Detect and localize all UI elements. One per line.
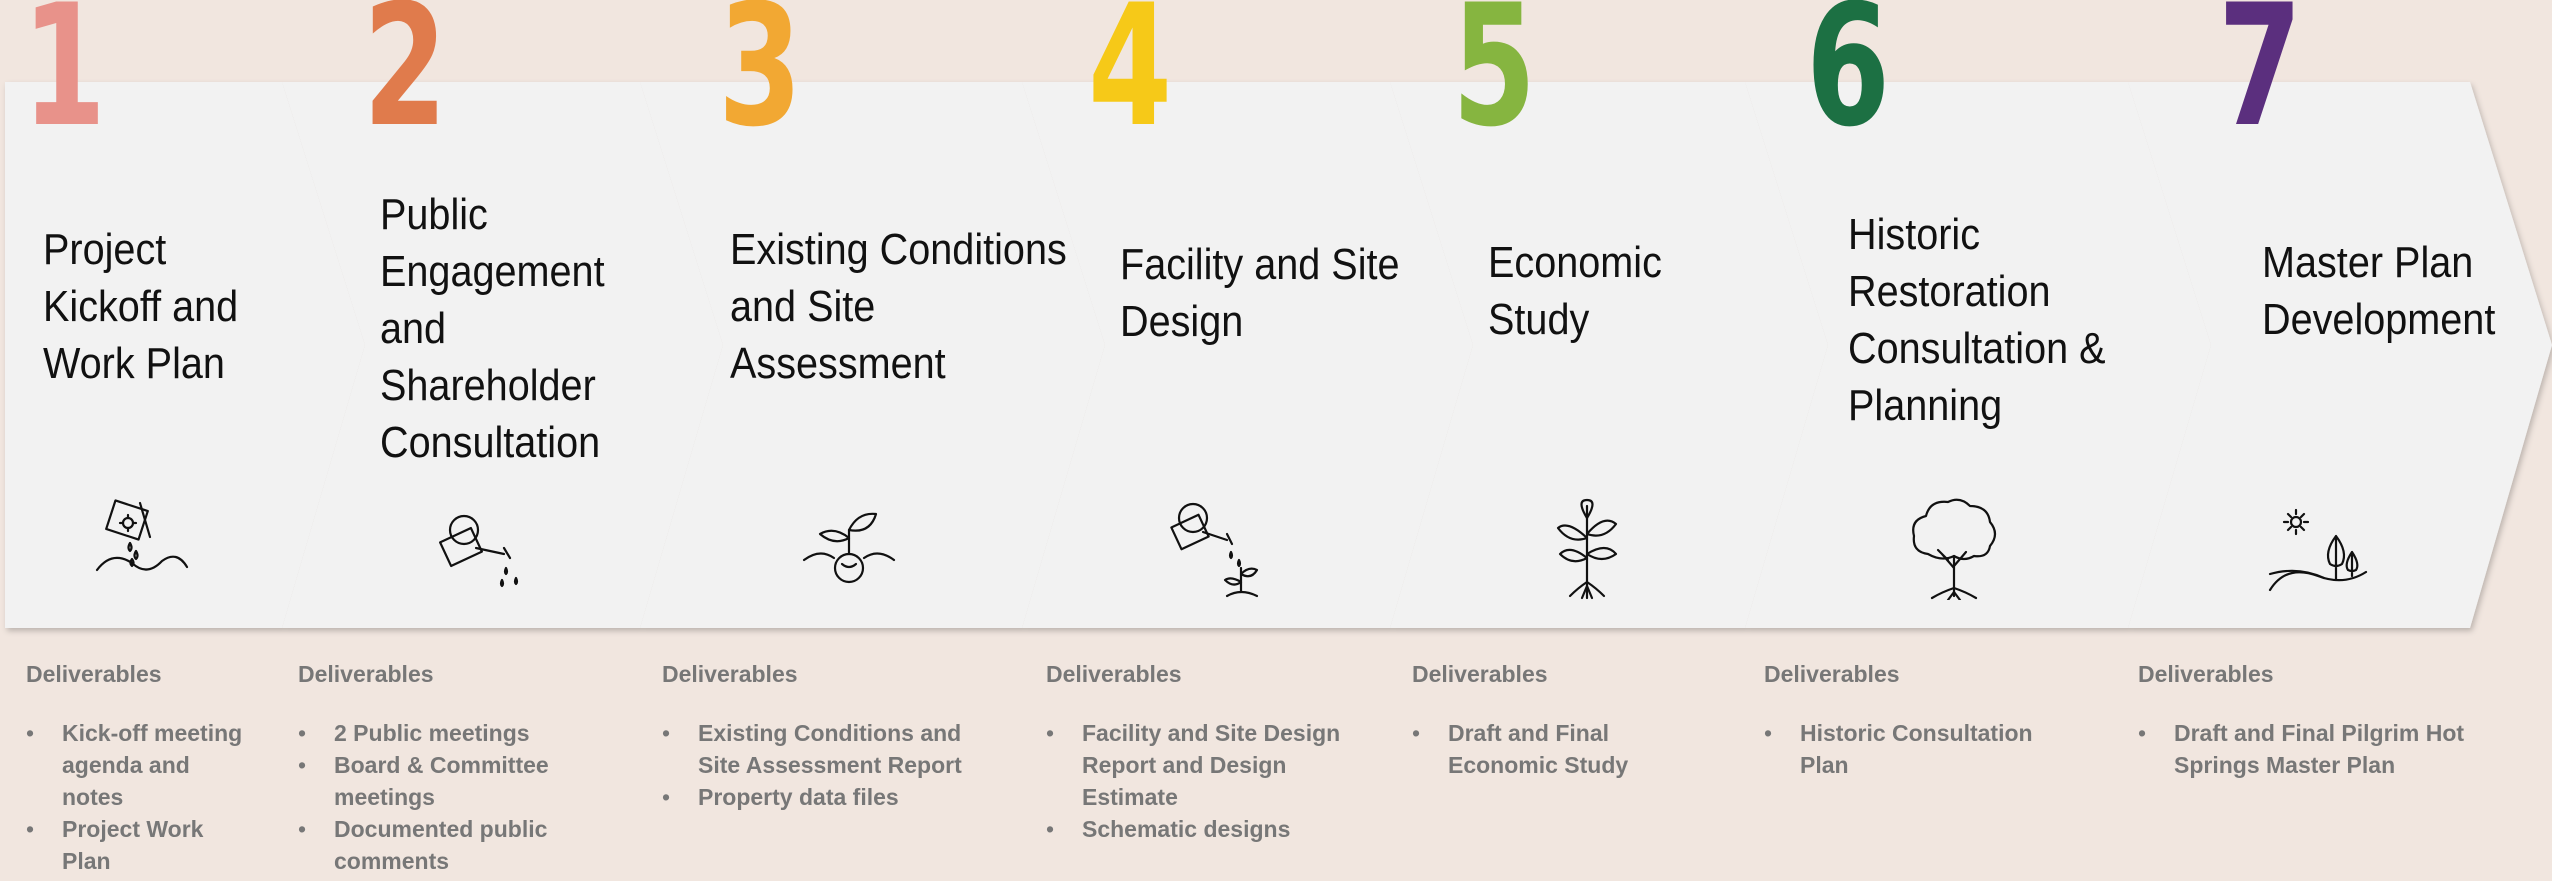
list-item: Historic Consultation Plan [1764, 717, 2084, 781]
list-item: Schematic designs [1046, 813, 1346, 845]
chevron-6 [1745, 82, 2211, 628]
chevron-7 [2128, 82, 2552, 628]
chevron-3 [640, 82, 1105, 628]
young-plant-icon [1556, 498, 1618, 600]
step-number: 4 [1088, 0, 1173, 164]
tree-icon [1912, 498, 1997, 600]
chevron-2 [282, 82, 723, 628]
step-number: 6 [1806, 0, 1891, 164]
step-number: 7 [2218, 0, 2303, 164]
step-number: 3 [718, 0, 803, 164]
watering-can-icon [438, 514, 519, 588]
landscape-sun-icon [2268, 508, 2368, 592]
chevron-5 [1390, 82, 1828, 628]
step-number: 5 [1452, 0, 1537, 164]
sprouting-seed-icon [802, 512, 896, 584]
list-item: Facility and Site Design Report and Desi… [1046, 717, 1346, 813]
deliverables: Deliverables Draft and Final Economic St… [1412, 658, 1712, 781]
deliverables: Deliverables 2 Public meetings Board & C… [298, 658, 558, 877]
list-item: Draft and Final Economic Study [1412, 717, 1712, 781]
watering-seedling-icon [1170, 502, 1259, 598]
list-item: Kick-off meeting agenda and notes [26, 717, 256, 813]
deliverables: Deliverables Existing Conditions and Sit… [662, 658, 972, 813]
seed-packet-icon [95, 499, 189, 572]
list-item: Existing Conditions and Site Assessment … [662, 717, 972, 781]
deliverables: Deliverables Facility and Site Design Re… [1046, 658, 1346, 845]
list-item: Property data files [662, 781, 972, 813]
chevron-4 [1022, 82, 1473, 628]
step-number: 1 [22, 0, 107, 164]
list-item: Documented public comments [298, 813, 558, 877]
list-item: Board & Committee meetings [298, 749, 558, 813]
list-item: Draft and Final Pilgrim Hot Springs Mast… [2138, 717, 2478, 781]
deliverables: Deliverables Draft and Final Pilgrim Hot… [2138, 658, 2478, 781]
chevron-1 [5, 82, 365, 628]
list-item: 2 Public meetings [298, 717, 558, 749]
list-item: Project Work Plan [26, 813, 256, 877]
step-number: 2 [363, 0, 448, 164]
deliverables: Deliverables Kick-off meeting agenda and… [26, 658, 256, 877]
deliverables: Deliverables Historic Consultation Plan [1764, 658, 2084, 781]
